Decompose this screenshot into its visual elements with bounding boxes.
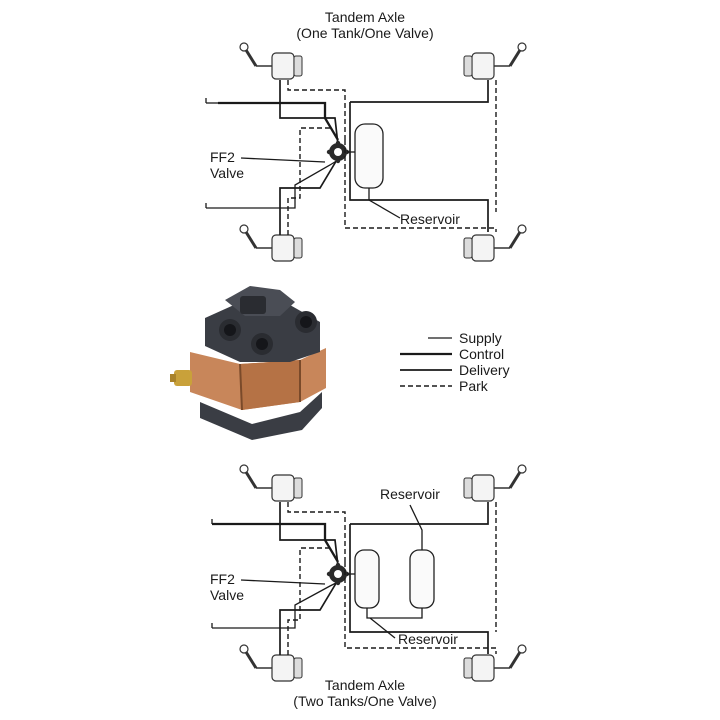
ff2-valve-icon xyxy=(326,140,350,164)
reservoir-tank xyxy=(409,549,435,609)
brake-chamber-icon xyxy=(238,643,304,683)
brake-chamber-icon xyxy=(238,41,304,81)
bottom-diagram: FF2 Valve Reservoir Reservoir Tandem Axl… xyxy=(210,463,528,709)
brake-chamber-icon xyxy=(238,223,304,263)
brake-chamber-icon xyxy=(462,643,528,683)
reservoir-tank xyxy=(354,123,384,189)
supply-line xyxy=(206,159,339,209)
ff2-valve-icon xyxy=(326,562,350,586)
top-valve-label-line2: Valve xyxy=(210,165,244,181)
delivery-line xyxy=(350,502,489,525)
top-reservoir-label: Reservoir xyxy=(400,211,460,227)
delivery-line xyxy=(279,502,339,567)
legend: Supply Control Delivery Park xyxy=(400,330,510,394)
legend-label-control: Control xyxy=(459,346,504,362)
bottom-title-line1: Tandem Axle xyxy=(325,677,405,693)
park-line xyxy=(287,127,330,235)
top-title-line1: Tandem Axle xyxy=(325,9,405,25)
brake-chamber-icon xyxy=(462,41,528,81)
bottom-valve-label-line1: FF2 xyxy=(210,571,235,587)
brake-chamber-icon xyxy=(462,463,528,503)
top-title-line2: (One Tank/One Valve) xyxy=(296,25,433,41)
park-line xyxy=(287,502,346,562)
delivery-line xyxy=(350,80,489,103)
bottom-reservoir-label-bottom: Reservoir xyxy=(398,631,458,647)
bottom-reservoir-label-top: Reservoir xyxy=(380,486,440,502)
brake-chamber-icon xyxy=(462,223,528,263)
brake-chamber-icon xyxy=(238,463,304,503)
supply-line xyxy=(212,581,339,629)
control-line xyxy=(218,101,339,141)
park-line xyxy=(287,80,346,140)
legend-label-park: Park xyxy=(459,378,489,394)
reservoir-tank xyxy=(354,549,380,609)
bottom-title-line2: (Two Tanks/One Valve) xyxy=(293,693,436,709)
ff2-valve-photo xyxy=(170,286,326,440)
legend-label-supply: Supply xyxy=(459,330,502,346)
park-line xyxy=(344,140,497,232)
delivery-line xyxy=(349,524,489,654)
control-line xyxy=(212,522,339,563)
top-valve-label-line1: FF2 xyxy=(210,149,235,165)
legend-label-delivery: Delivery xyxy=(459,362,510,378)
delivery-line xyxy=(349,102,489,232)
park-line xyxy=(344,562,497,654)
top-diagram: Tandem Axle (One Tank/One Valve) FF2 Val… xyxy=(205,9,528,263)
park-line xyxy=(287,547,330,655)
delivery-line xyxy=(279,80,339,146)
bottom-valve-label-line2: Valve xyxy=(210,587,244,603)
